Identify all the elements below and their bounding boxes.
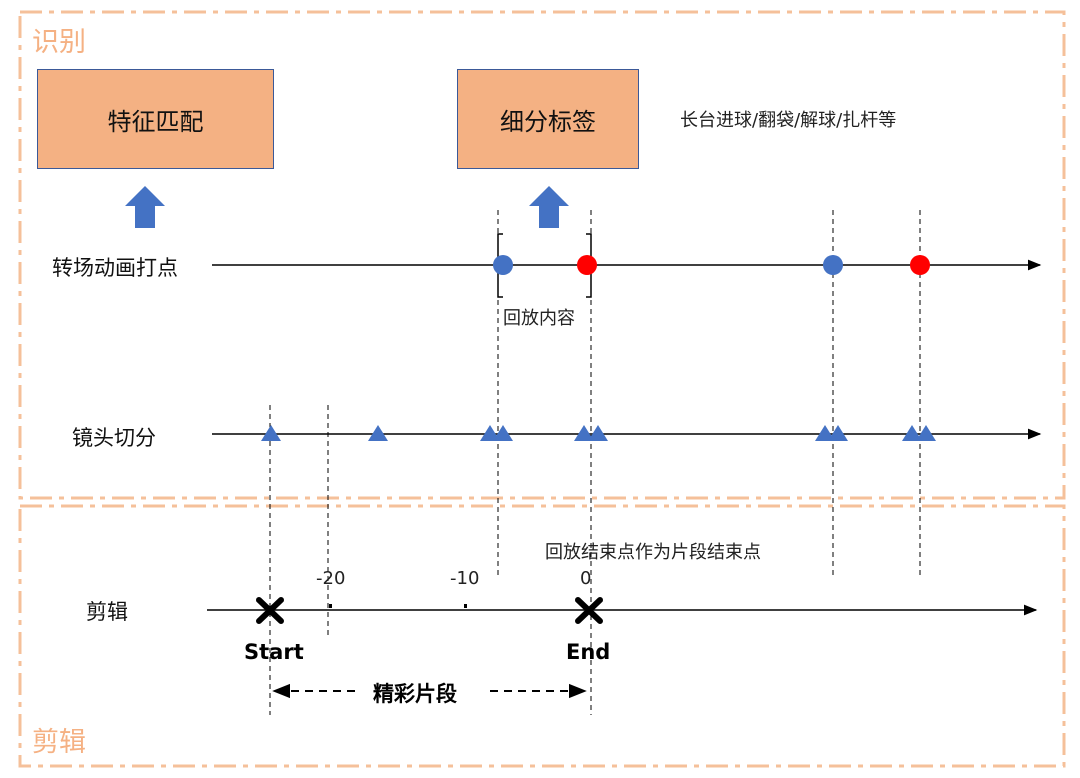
up-arrow-icon [125, 186, 165, 228]
shot-cut-triangle [493, 425, 513, 441]
tick-label: -20 [316, 568, 346, 589]
transition-row-label: 转场动画打点 [52, 256, 178, 280]
start-x-icon [256, 597, 284, 624]
replay-end-note: 回放结束点作为片段结束点 [545, 542, 761, 563]
tick-label: 0 [580, 568, 592, 589]
shot-cut-triangle [574, 425, 594, 441]
up-arrow-icon [529, 186, 569, 228]
shot-cut-triangle [902, 425, 922, 441]
start-label: Start [244, 640, 304, 664]
recognition-section-label: 识别 [32, 27, 86, 58]
shot-cut-triangle [815, 425, 835, 441]
tick-label: -10 [450, 568, 480, 589]
shot-cut-triangle [916, 425, 936, 441]
transition-dot-blue [823, 255, 843, 275]
transition-dot-red [910, 255, 930, 275]
fine-tag-box: 细分标签 [457, 69, 639, 169]
edit-row-label: 剪辑 [86, 600, 128, 624]
shot-cut-row-label: 镜头切分 [72, 426, 156, 450]
shot-cut-triangle [828, 425, 848, 441]
edit-section-border [18, 504, 1066, 768]
feature-match-box: 特征匹配 [37, 69, 274, 169]
tick-mark [329, 604, 332, 608]
tag-examples-text: 长台进球/翻袋/解球/扎杆等 [680, 110, 897, 131]
tick-mark [464, 604, 467, 608]
end-label: End [566, 640, 611, 664]
shot-cut-triangle [368, 425, 388, 441]
transition-dot-blue [493, 255, 513, 275]
shot-cut-triangle [588, 425, 608, 441]
replay-content-label: 回放内容 [503, 308, 575, 329]
edit-section-label: 剪辑 [32, 727, 86, 758]
shot-cut-triangle [261, 425, 281, 441]
recognition-section-border [18, 10, 1066, 500]
end-x-icon [575, 597, 603, 624]
shot-cut-triangle [480, 425, 500, 441]
highlight-label: 精彩片段 [373, 682, 457, 706]
transition-dot-red [577, 255, 597, 275]
